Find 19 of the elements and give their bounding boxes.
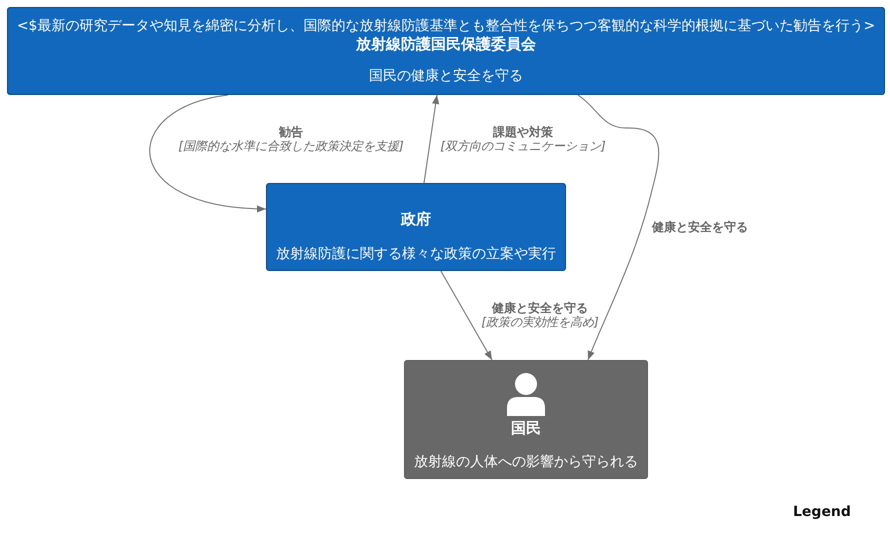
arrow xyxy=(150,94,266,212)
node-title: 放射線防護国民保護委員会 xyxy=(356,35,536,53)
edge-label: 勧告 [国際的な水準に合致した政策決定を支援] xyxy=(176,125,406,153)
node-description: 放射線防護に関する様々な政策の立案や実行 xyxy=(276,245,556,263)
arrow xyxy=(424,94,440,184)
system-box xyxy=(266,183,566,271)
node-stereotype: <$最新の研究データや知見を綿密に分析し、国際的な放射線防護基準とも整合性を保ちつつ客観的な科学的根拠に基づいた勧告を行う> xyxy=(16,17,876,35)
edge-label: 課題や対策 [双方向のコミュニケーション] xyxy=(438,125,608,153)
node-title: 国民 xyxy=(511,419,541,437)
person-box xyxy=(404,360,648,479)
system-box xyxy=(7,7,885,95)
arrow xyxy=(440,270,492,360)
node-title: 政府 xyxy=(401,210,431,228)
edge-label: 健康と安全を守る [政策の実効性を高め] xyxy=(479,301,601,329)
node-description: 国民の健康と安全を守る xyxy=(369,67,523,85)
node-description: 放射線の人体への影響から守られる xyxy=(414,453,638,471)
legend-title: Legend xyxy=(793,503,851,521)
edge-label: 健康と安全を守る xyxy=(650,220,750,234)
arrow xyxy=(577,94,660,360)
